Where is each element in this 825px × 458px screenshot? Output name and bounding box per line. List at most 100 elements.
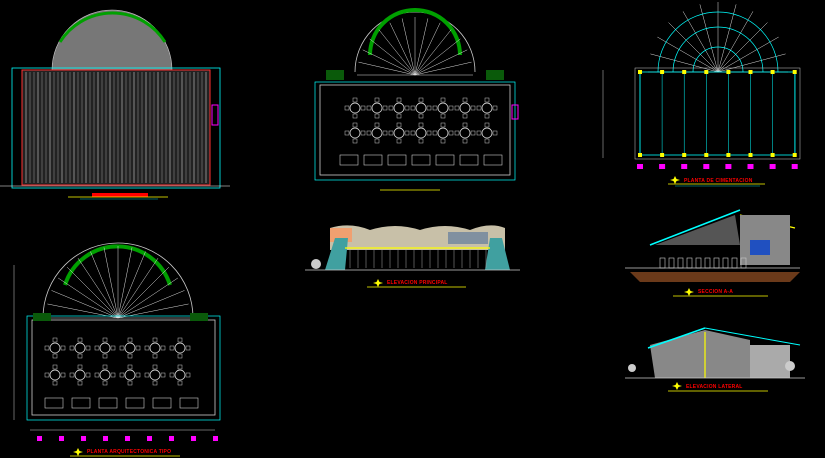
chair	[352, 113, 358, 119]
fan-rib	[668, 22, 719, 73]
fan-ribs	[46, 246, 190, 319]
section-title: SECCION A-A	[698, 289, 733, 295]
chair	[152, 364, 158, 370]
chair	[418, 113, 424, 119]
fan-rib	[117, 251, 146, 319]
chair	[110, 372, 116, 378]
column	[638, 70, 642, 74]
chair	[94, 345, 100, 351]
chair	[695, 257, 702, 269]
booth	[363, 154, 383, 166]
booth	[483, 154, 503, 166]
fan-rib	[117, 290, 185, 319]
fan-rib	[414, 61, 472, 76]
fan-rib	[378, 29, 416, 76]
column	[726, 70, 731, 74]
chair	[396, 138, 402, 144]
fan-rib	[657, 36, 719, 73]
fan-rib	[66, 266, 119, 319]
dining-table	[437, 127, 449, 139]
dining-table	[99, 369, 111, 381]
dining-table	[174, 369, 186, 381]
dining-table	[459, 127, 471, 139]
chair	[360, 105, 366, 111]
axis-marker	[769, 164, 776, 169]
plan-walls	[319, 84, 511, 176]
axis-marker	[37, 436, 42, 441]
main-elevation: ELEVACION PRINCIPAL	[305, 225, 520, 288]
table-grid	[44, 337, 199, 409]
roof-outline	[11, 67, 221, 189]
fan-rib	[369, 38, 416, 76]
soil	[630, 272, 800, 282]
title-marker-icon	[670, 176, 680, 184]
chair	[404, 130, 410, 136]
axis-marker	[59, 436, 64, 441]
dining-table	[124, 342, 136, 354]
axis-marker	[681, 164, 688, 169]
fan-rib	[717, 22, 768, 73]
dining-table	[349, 127, 361, 139]
chair	[448, 105, 454, 111]
planter	[33, 313, 51, 321]
fan-rib	[414, 38, 461, 76]
chair	[426, 105, 432, 111]
fan-rib	[414, 29, 452, 76]
floor-plan-typical: PLANTA ARQUITECTONICA TIPO	[13, 242, 221, 457]
chair	[177, 364, 183, 370]
chair	[44, 372, 50, 378]
chair	[177, 380, 183, 386]
fan-rib	[414, 18, 429, 76]
column	[682, 70, 687, 74]
chair	[119, 345, 125, 351]
chair	[52, 353, 58, 359]
planter	[486, 70, 504, 80]
roof-plan	[0, 9, 230, 200]
chair	[94, 372, 100, 378]
chair	[476, 105, 482, 111]
chair	[60, 345, 66, 351]
roof-section	[655, 215, 740, 245]
chair	[177, 353, 183, 359]
chair	[144, 345, 150, 351]
fan-rib	[51, 290, 119, 319]
chair	[382, 130, 388, 136]
planter	[326, 70, 344, 80]
chair	[462, 122, 468, 128]
chair	[677, 257, 684, 269]
fan-rib	[117, 257, 159, 319]
fan-rib	[650, 53, 719, 73]
chair	[374, 122, 380, 128]
chair	[462, 113, 468, 119]
pillar	[325, 238, 348, 270]
chair	[127, 380, 133, 386]
chair	[366, 105, 372, 111]
plan-outline	[26, 315, 221, 421]
chair	[704, 257, 711, 269]
chair	[44, 345, 50, 351]
dining-table	[74, 369, 86, 381]
chair	[60, 372, 66, 378]
chair	[185, 372, 191, 378]
chair	[382, 105, 388, 111]
chair	[344, 130, 350, 136]
dining-table	[393, 127, 405, 139]
chair	[484, 122, 490, 128]
column	[638, 153, 642, 157]
chair	[388, 105, 394, 111]
dining-table	[49, 342, 61, 354]
roof-edge	[58, 11, 167, 43]
chair	[352, 97, 358, 103]
booth	[411, 154, 431, 166]
chair	[440, 97, 446, 103]
dining-table	[74, 342, 86, 354]
dining-table	[415, 102, 427, 114]
chair	[102, 380, 108, 386]
chair	[119, 372, 125, 378]
axis-marker	[637, 164, 643, 169]
planter	[190, 313, 208, 321]
axis-marker	[659, 164, 666, 169]
chair	[713, 257, 720, 269]
axis-marker	[125, 436, 130, 441]
